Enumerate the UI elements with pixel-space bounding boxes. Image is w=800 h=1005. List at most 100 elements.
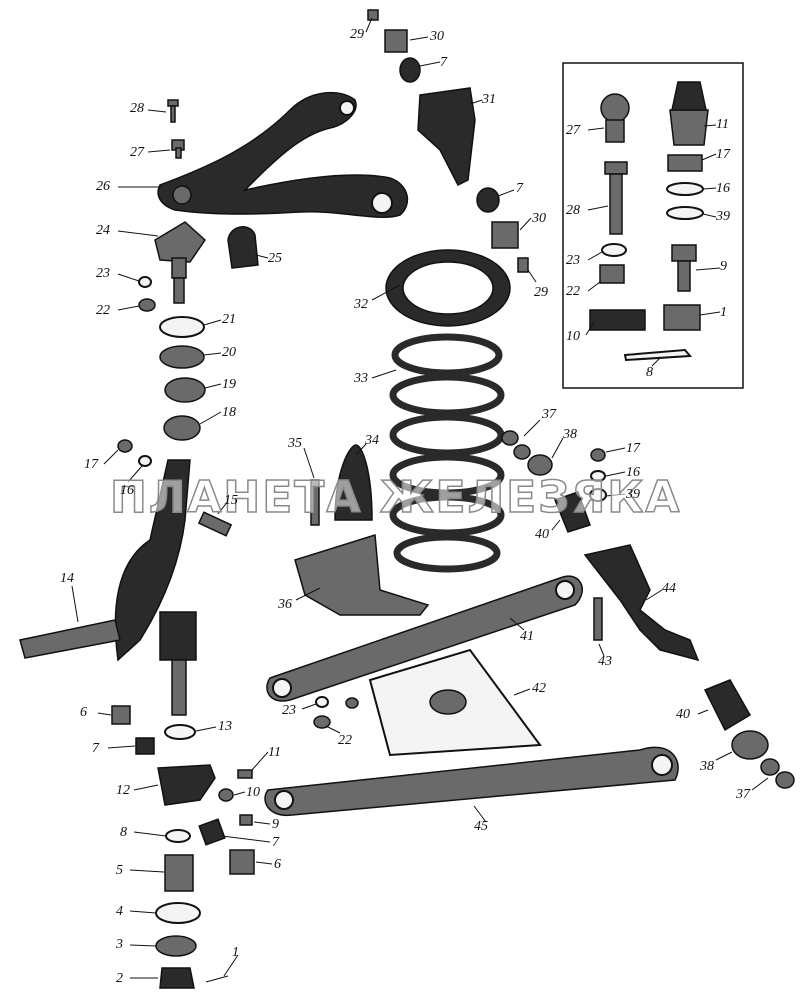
callout-17-left: 17 [84, 457, 98, 472]
callout-30-top: 30 [430, 29, 444, 44]
callout-19: 19 [222, 377, 236, 392]
callout-18: 18 [222, 405, 236, 420]
callout-16-left: 16 [120, 483, 134, 498]
callout-12: 12 [116, 783, 130, 798]
callout-22-center: 22 [338, 733, 352, 748]
nut-17-left [117, 439, 133, 453]
callout-9-inset-leader [695, 267, 721, 271]
callout-30-mid-leader [519, 217, 532, 231]
callout-38-lower: 38 [700, 759, 714, 774]
washer-38-lower [731, 730, 769, 760]
callout-7-top-leader [419, 61, 441, 67]
bushing-7-left [135, 737, 155, 755]
callout-45-leader [473, 805, 487, 823]
inset-frame [562, 62, 744, 389]
callout-22-left: 22 [96, 303, 110, 318]
callout-33: 33 [354, 371, 368, 386]
callout-20: 20 [222, 345, 236, 360]
callout-17-inset-leader [701, 153, 717, 161]
callout-10-inset: 10 [566, 329, 580, 344]
callout-24: 24 [96, 223, 110, 238]
callout-1-inset: 1 [720, 305, 727, 320]
callout-34: 34 [365, 433, 379, 448]
callout-28-upper-left: 28 [130, 101, 144, 116]
callout-12-leader [133, 784, 159, 791]
callout-4-leader [129, 910, 157, 914]
lower-arm-41 [266, 575, 583, 702]
callout-17-right-leader [605, 447, 626, 453]
callout-43: 43 [598, 654, 612, 669]
callout-45: 45 [474, 819, 488, 834]
callout-40-upper-leader [551, 519, 561, 531]
bolt-35 [310, 479, 320, 526]
callout-23-inset-leader [587, 251, 603, 261]
callout-16-right-leader [605, 471, 626, 477]
bracket-arm-44 [583, 544, 700, 662]
callout-7-top: 7 [440, 55, 447, 70]
callout-25: 25 [268, 251, 282, 266]
callout-22-center-leader [325, 725, 341, 734]
callout-6-left: 6 [80, 705, 87, 720]
callout-13: 13 [218, 719, 232, 734]
callout-35: 35 [288, 436, 302, 451]
callout-11-inset: 11 [716, 117, 729, 132]
callout-8-lower: 8 [120, 825, 127, 840]
nut-22-left [138, 298, 156, 312]
callout-27-upper-left-leader [147, 149, 171, 153]
seal-and-bushing-stack [159, 316, 206, 441]
callout-44-leader [645, 589, 663, 601]
callout-30-top-leader [409, 36, 429, 41]
callout-11-lower-leader [251, 751, 269, 771]
callout-33-leader [371, 369, 397, 379]
callout-22-inset-leader [587, 281, 601, 292]
callout-35-leader [303, 447, 315, 479]
callout-17-right: 17 [626, 441, 640, 456]
callout-32-leader [371, 284, 401, 301]
callout-7-left-leader [107, 745, 136, 749]
callout-9-inset: 9 [720, 259, 727, 274]
callout-27-upper-left: 27 [130, 145, 144, 160]
callout-34-leader [355, 443, 367, 456]
callout-17-left-leader [103, 449, 119, 465]
callout-10-lower-leader [233, 791, 246, 796]
callout-16-inset: 16 [716, 181, 730, 196]
washer-16-left [138, 455, 152, 467]
callout-1-lower-leader [223, 954, 239, 977]
bolt-43 [593, 597, 603, 641]
callout-21-leader [203, 319, 222, 326]
callout-29-top: 29 [350, 27, 364, 42]
callout-40-upper: 40 [535, 527, 549, 542]
bushing-40-lower [703, 679, 752, 732]
callout-23-inset: 23 [566, 253, 580, 268]
callout-39-inset: 39 [716, 209, 730, 224]
callout-36-leader [295, 587, 321, 601]
callout-13-leader [195, 726, 217, 732]
callout-8-inset-leader [651, 357, 661, 367]
callout-21: 21 [222, 312, 236, 327]
callout-28-inset-leader [587, 205, 609, 211]
callout-29-mid: 29 [534, 285, 548, 300]
callout-31-leader [469, 99, 483, 105]
callout-39-right-leader [605, 493, 626, 497]
callout-7-mid-leader [497, 189, 515, 197]
callout-8-lower-leader [133, 831, 167, 837]
callout-6-left-leader [97, 712, 112, 716]
callout-40-lower-leader [697, 709, 709, 715]
callout-28-inset: 28 [566, 203, 580, 218]
callout-16-right: 16 [626, 465, 640, 480]
callout-23-left: 23 [96, 266, 110, 281]
callout-28-upper-left-leader [147, 109, 167, 113]
callout-7-mid: 7 [516, 181, 523, 196]
callout-25-leader [255, 254, 269, 259]
callout-29-top-leader [365, 17, 373, 33]
callout-43-leader [598, 643, 605, 657]
callout-2: 2 [116, 971, 123, 986]
callout-23-left-leader [117, 273, 140, 282]
coil-spring-33 [389, 333, 505, 573]
lower-pivot-stack [155, 764, 255, 989]
callout-22-inset: 22 [566, 284, 580, 299]
callout-32: 32 [354, 297, 368, 312]
callout-38-lower-leader [715, 751, 733, 761]
